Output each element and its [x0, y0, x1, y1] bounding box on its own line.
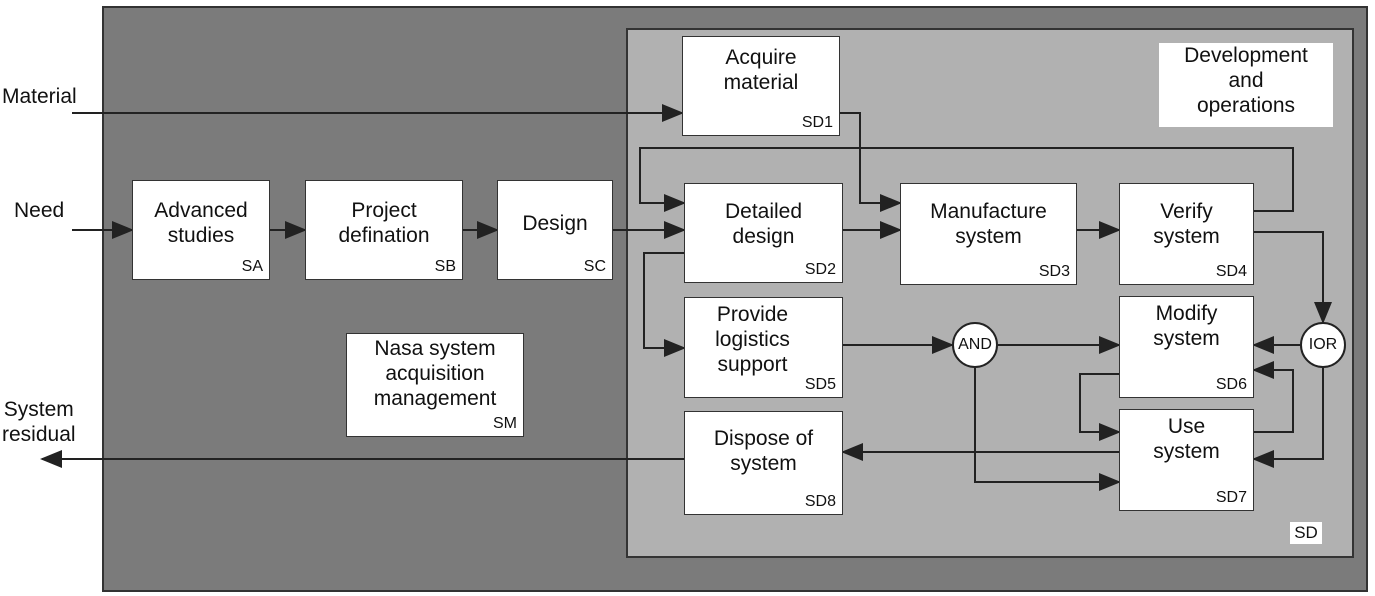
- need-label: Need: [14, 199, 65, 222]
- verify-system-box: Verify system SD4: [1119, 183, 1254, 285]
- box-label: Advanced studies: [154, 199, 248, 247]
- box-label: Design: [522, 212, 588, 235]
- advanced-studies-box: Advanced studies SA: [132, 180, 270, 280]
- project-definition-box: Project defination SB: [305, 180, 463, 280]
- sd7-sd6-arrow: [1252, 361, 1294, 433]
- box-label: Detailed design: [724, 200, 803, 248]
- box-code: SD7: [1215, 489, 1247, 506]
- and-sd7-arrow: [974, 368, 1121, 491]
- sd-code-label: SD: [1290, 522, 1322, 544]
- box-code: SD8: [804, 493, 836, 510]
- box-code: SD4: [1215, 263, 1247, 280]
- box-code: SD3: [1038, 263, 1070, 280]
- box-label: Manufacture system: [930, 200, 1047, 248]
- design-box: Design SC: [497, 180, 613, 280]
- sd4-feedback: [639, 147, 1294, 212]
- box-label: Dispose of system: [713, 427, 814, 475]
- sd2-sd5-arrow: [643, 252, 686, 357]
- box-code: SM: [493, 415, 517, 432]
- box-label: Modify system: [1153, 302, 1220, 350]
- material-label: Material: [2, 85, 77, 108]
- nasa-acquisition-box: Nasa system acquisition management SM: [346, 333, 524, 437]
- box-code: SD5: [804, 376, 836, 393]
- acquire-material-box: Acquire material SD1: [682, 36, 840, 136]
- system-residual-label: System residual: [2, 398, 76, 446]
- development-operations-label: Development and operations: [1159, 43, 1333, 127]
- sd1-sd3-arrow: [840, 112, 902, 212]
- box-code: SD2: [804, 261, 836, 278]
- box-label: Use system: [1153, 415, 1220, 463]
- box-code: SD6: [1215, 376, 1247, 393]
- box-label: Provide logistics support: [715, 303, 790, 376]
- modify-system-box: Modify system SD6: [1119, 296, 1254, 398]
- box-label: Acquire material: [723, 46, 799, 94]
- sd4-ior-arrow: [1254, 231, 1332, 324]
- box-label: Nasa system acquisition management: [373, 337, 497, 410]
- ior-sd7-arrow: [1252, 368, 1324, 468]
- box-code: SA: [241, 258, 263, 275]
- ior-gate: IOR: [1300, 322, 1346, 368]
- box-label: Verify system: [1153, 200, 1220, 248]
- detailed-design-box: Detailed design SD2: [684, 183, 843, 283]
- manufacture-system-box: Manufacture system SD3: [900, 183, 1077, 285]
- box-label: Project defination: [338, 199, 430, 247]
- box-code: SC: [583, 258, 606, 275]
- sd6-sd7-arrow: [1079, 373, 1121, 441]
- and-gate: AND: [952, 322, 998, 368]
- box-code: SB: [434, 258, 456, 275]
- dispose-system-box: Dispose of system SD8: [684, 411, 843, 515]
- logistics-support-box: Provide logistics support SD5: [684, 297, 843, 398]
- use-system-box: Use system SD7: [1119, 409, 1254, 511]
- box-code: SD1: [801, 114, 833, 131]
